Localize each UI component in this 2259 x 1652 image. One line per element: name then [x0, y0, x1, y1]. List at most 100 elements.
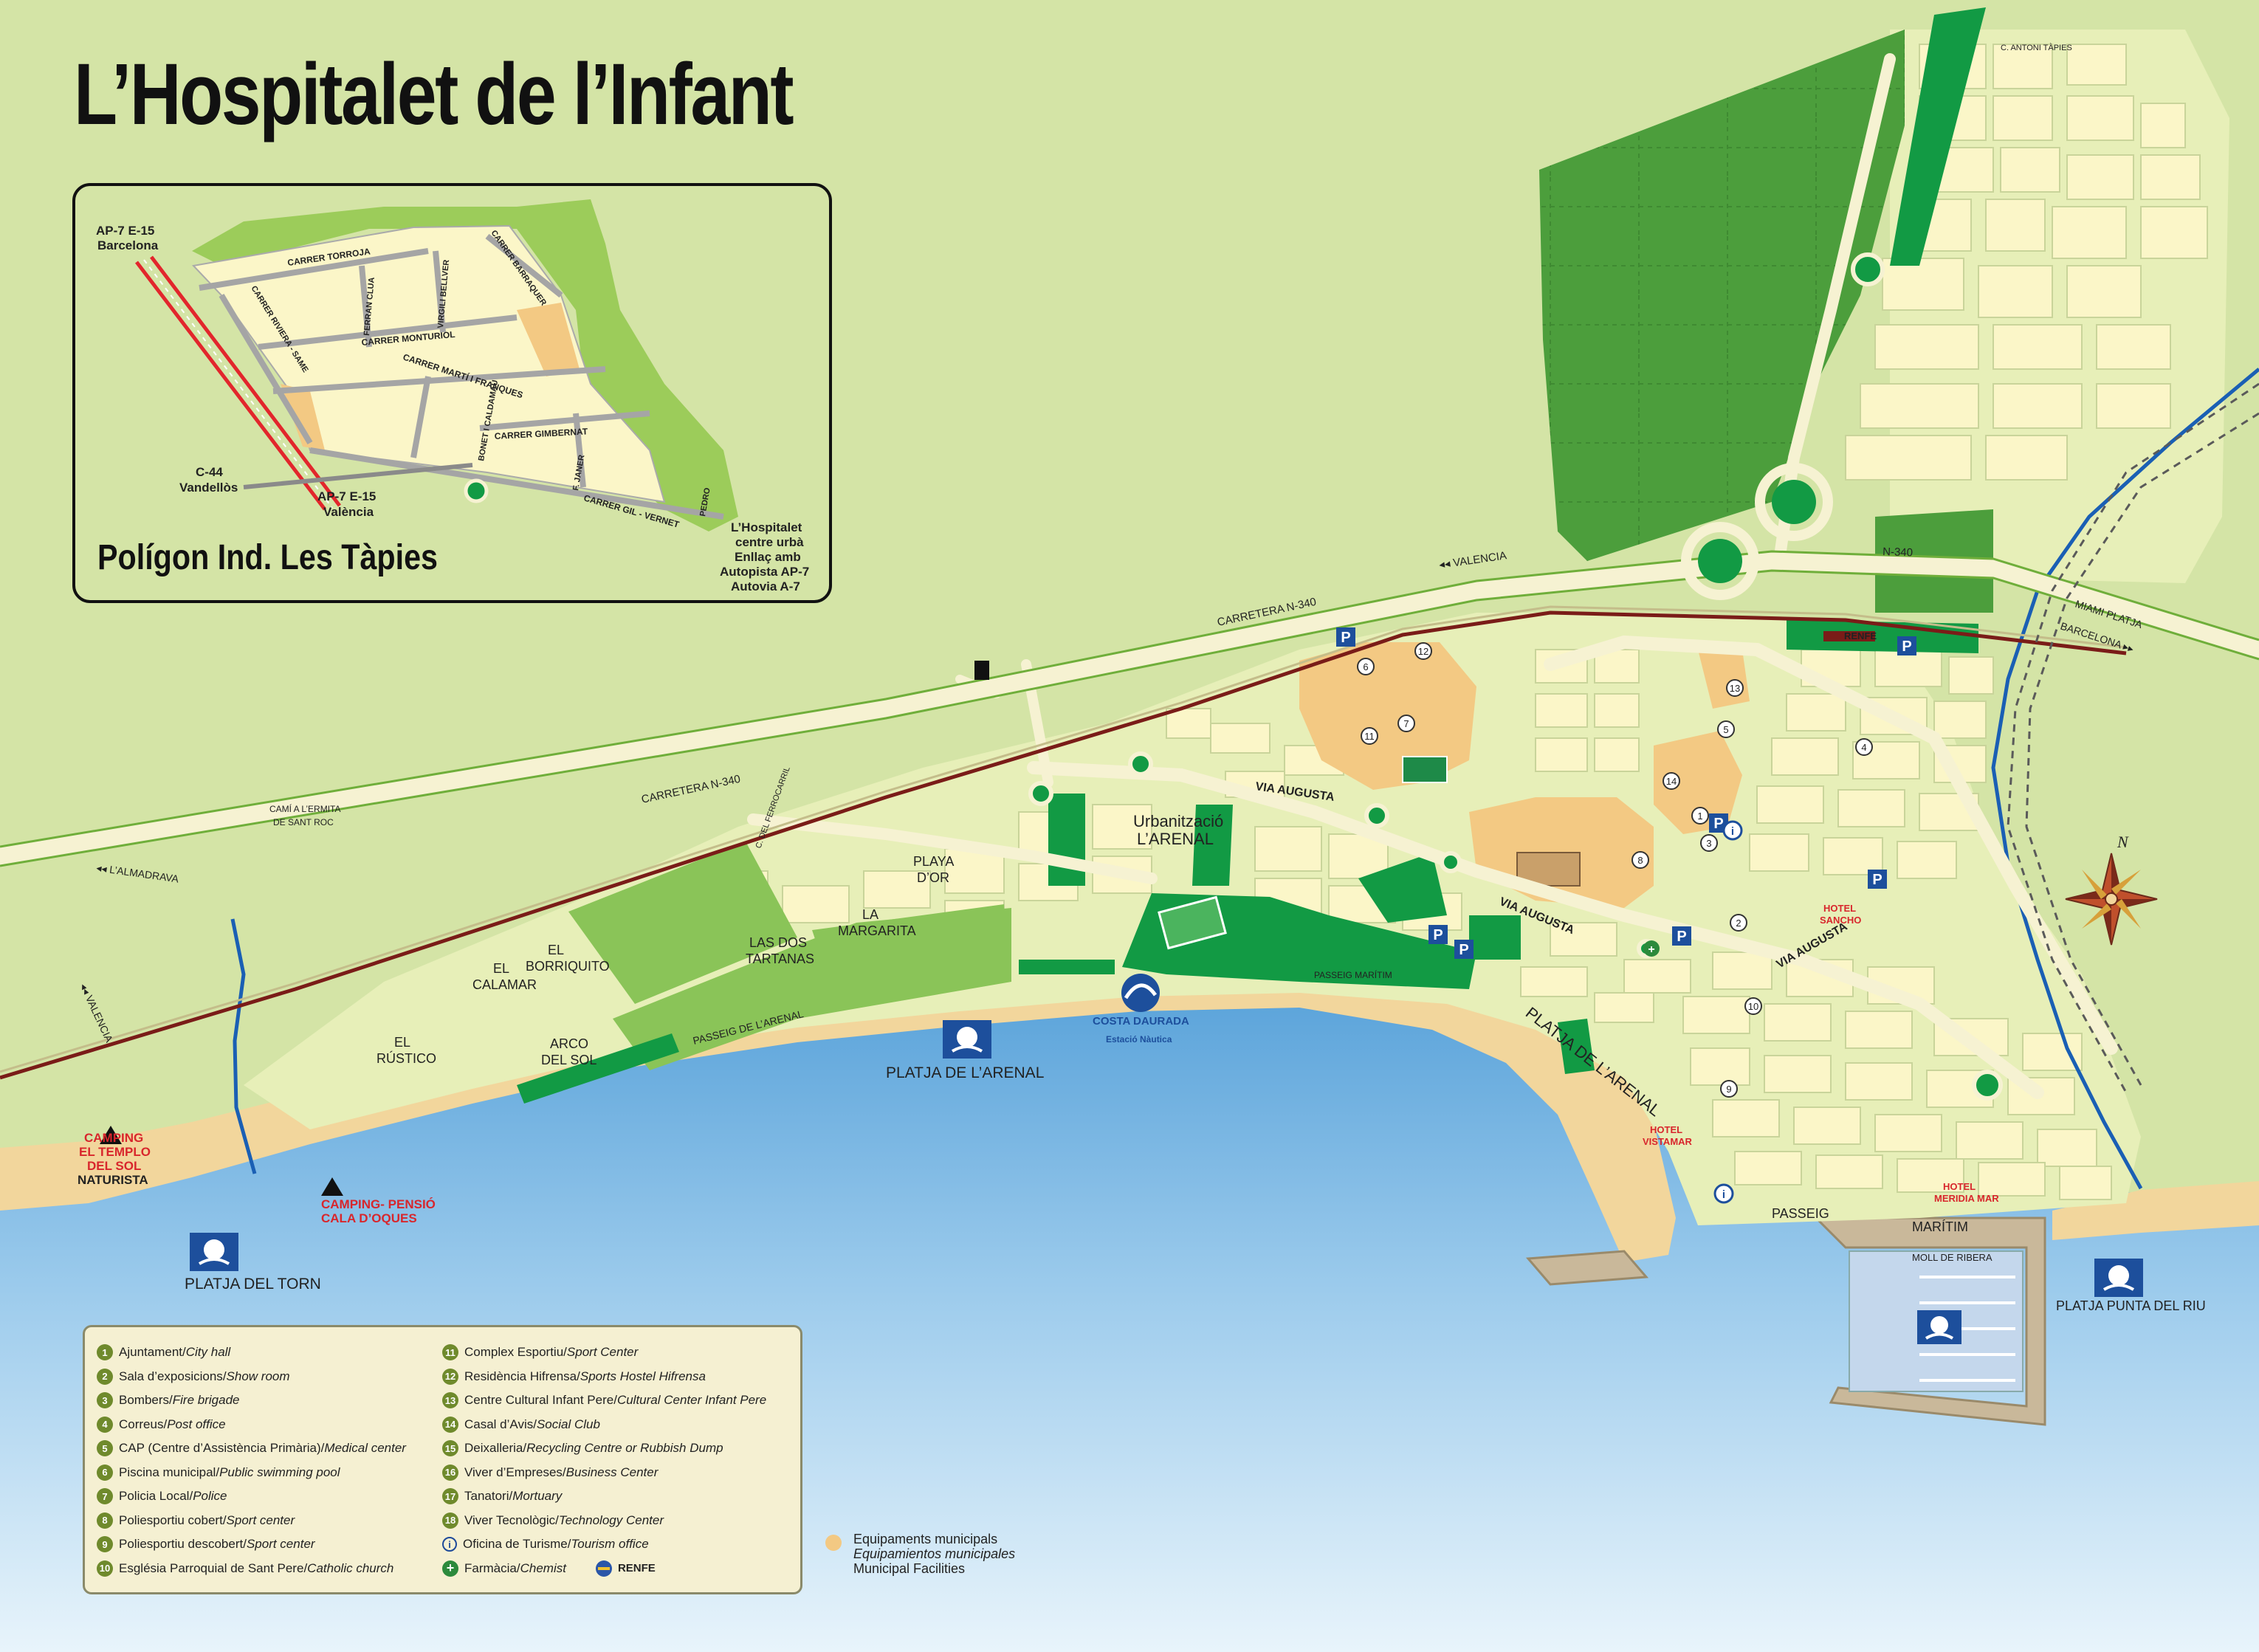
inset-label: Autopista AP-7	[720, 565, 809, 579]
camping-tent-icon	[100, 1126, 122, 1144]
legend-separator: /	[516, 1560, 520, 1575]
city-block	[1948, 656, 1994, 695]
city-block	[2066, 44, 2127, 86]
equipment-swatch-icon	[825, 1535, 842, 1551]
area-label: MARGARITA	[838, 923, 916, 938]
poi-marker-icon[interactable]	[1730, 914, 1747, 932]
city-block	[1837, 789, 1905, 827]
legend-label: Església Parroquial de Sant Pere	[119, 1560, 304, 1575]
equipment-legend: Equipaments municipals Equipamientos mun…	[825, 1532, 1015, 1576]
poi-marker-icon[interactable]	[1361, 727, 1378, 745]
area-label: COSTA DAURADA	[1093, 1015, 1189, 1028]
city-block	[1734, 1151, 1802, 1185]
poi-marker-number: 13	[1730, 683, 1740, 694]
city-block	[1712, 1099, 1780, 1138]
legend-label: Viver Tecnològic	[464, 1512, 556, 1527]
svg-text:+: +	[1648, 943, 1654, 956]
park-south	[1558, 1019, 1595, 1074]
city-block	[1682, 996, 1750, 1034]
poi-marker-icon[interactable]	[1720, 1080, 1738, 1098]
poi-marker-icon[interactable]	[1717, 720, 1735, 738]
area-label: PLAYA	[913, 854, 954, 869]
road-label: ◂◂ VALENCIA	[1438, 549, 1507, 571]
legend-separator: /	[189, 1489, 193, 1504]
inset-label: Autovia A-7	[731, 579, 800, 593]
poi-marker-icon[interactable]	[1855, 738, 1873, 756]
legend-label: Viver d’Empreses	[464, 1465, 563, 1479]
camping-label: CALA D’OQUES	[321, 1211, 417, 1225]
legend-separator: /	[533, 1417, 537, 1431]
city-block	[1823, 837, 1883, 875]
city-block	[1594, 693, 1640, 728]
petrol-station-icon	[974, 661, 989, 680]
city-block	[1897, 841, 1957, 879]
area-label: ARCO	[550, 1036, 588, 1051]
legend-label: Poliesportiu descobert	[119, 1537, 244, 1552]
area-label: CALAMAR	[472, 977, 537, 992]
equipment-line: Equipaments municipals	[853, 1532, 998, 1546]
inset-label: L’Hospitalet	[731, 520, 802, 534]
railway-2	[0, 605, 2127, 1073]
football-field	[1158, 895, 1227, 950]
hotel-label: VISTAMAR	[1643, 1136, 1693, 1147]
legend-number-badge: 3	[97, 1392, 113, 1409]
poi-marker-icon[interactable]	[1632, 851, 1649, 869]
legend-label: Tanatori	[464, 1489, 509, 1504]
legend-separator: /	[169, 1393, 173, 1408]
city-block	[1594, 737, 1640, 772]
legend-label: CAP (Centre d’Assistència Primària)	[119, 1441, 321, 1456]
city-block	[2066, 154, 2134, 200]
city-block	[1535, 737, 1588, 772]
city-block	[1874, 324, 1979, 370]
legend-separator: /	[555, 1512, 559, 1527]
poi-marker-icon[interactable]	[1691, 807, 1709, 825]
city-block	[1845, 1011, 1913, 1049]
poi-marker-icon[interactable]	[1700, 834, 1718, 852]
equipment-area-1	[1299, 642, 1476, 790]
inset-label: Barcelona	[97, 238, 159, 252]
map-title: L’Hospitalet de l’Infant	[74, 46, 794, 143]
poi-marker-icon[interactable]	[1397, 715, 1415, 732]
renfe-logo-icon	[595, 1560, 612, 1577]
city-block	[1985, 435, 2068, 481]
poi-marker-icon[interactable]	[1726, 679, 1744, 697]
compass-rose: N	[2065, 833, 2158, 946]
inset-label: centre urbà	[735, 535, 804, 549]
legend-number-badge: 17	[442, 1488, 458, 1505]
legend-label-english: Technology Center	[558, 1512, 664, 1527]
poi-marker-number: 1	[1697, 810, 1702, 822]
legend-label: Ajuntament	[119, 1345, 182, 1360]
road-label: MARÍTIM	[1912, 1219, 1968, 1234]
equipment-area-3	[1654, 731, 1742, 834]
inset-motorway	[135, 255, 341, 511]
legend-separator: /	[182, 1345, 186, 1360]
camping-label: CAMPING- PENSIÓ	[321, 1197, 436, 1211]
legend-label-english: Police	[193, 1489, 227, 1504]
poi-marker-icon[interactable]	[1744, 997, 1762, 1015]
legend-label: Bombers	[119, 1393, 170, 1408]
legend-label-english: Social Club	[536, 1417, 600, 1431]
legend-separator: /	[613, 1393, 617, 1408]
area-label: DEL SOL	[541, 1053, 596, 1067]
poi-marker-icon[interactable]	[1663, 772, 1680, 790]
legend-label: Deixalleria	[464, 1441, 523, 1456]
city-block	[1623, 959, 1691, 994]
legend-number-badge: 13	[442, 1392, 458, 1409]
legend-separator: /	[222, 1512, 227, 1527]
poi-marker-icon[interactable]	[1357, 658, 1375, 675]
sports-ground	[1516, 852, 1581, 887]
poi-marker-icon[interactable]	[1414, 642, 1432, 660]
poi-marker-number: 8	[1637, 855, 1643, 866]
costa-daurada-logo	[1121, 974, 1160, 1012]
city-block	[1254, 826, 1322, 872]
